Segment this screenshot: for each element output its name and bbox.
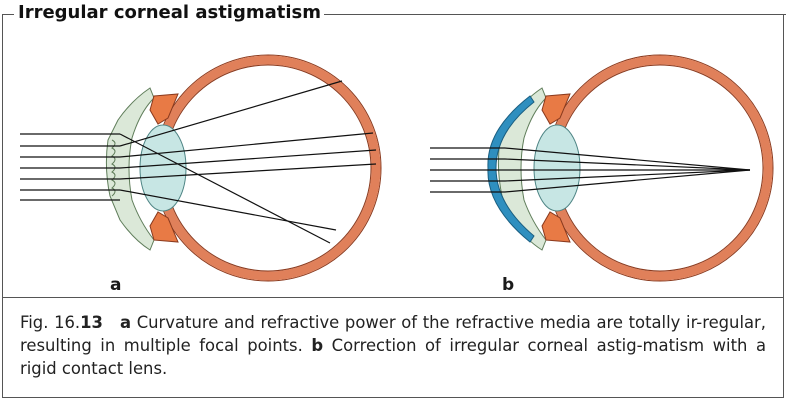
- eye-diagram-b: [430, 55, 773, 281]
- caption-a-label: a: [120, 313, 131, 332]
- lens-b: [534, 125, 580, 211]
- eye-illustrations: [0, 0, 789, 300]
- caption-divider: [2, 297, 784, 298]
- figure-caption: Fig. 16.13 a Curvature and refractive po…: [20, 311, 766, 380]
- eye-diagram-a: [20, 55, 381, 281]
- caption-b-label: b: [311, 336, 323, 355]
- panel-label-a: a: [110, 275, 121, 295]
- panel-label-b: b: [502, 275, 514, 295]
- fig-prefix: Fig. 16.: [20, 313, 80, 332]
- fig-number: 13: [80, 313, 103, 332]
